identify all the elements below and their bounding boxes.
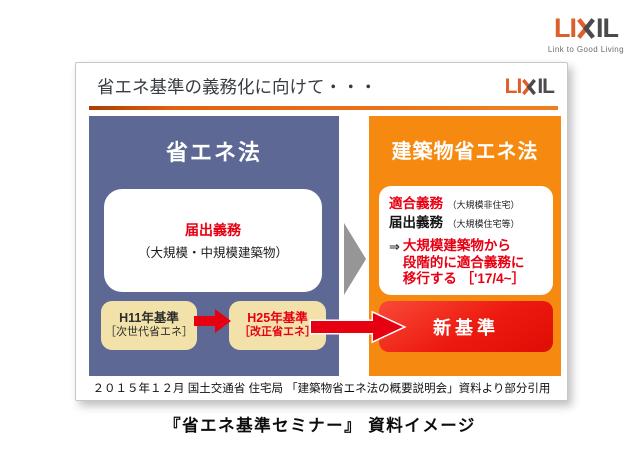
duties-box: 適合義務 （大規模非住宅） 届出義務 （大規模住宅等） ⇒ 大規模建築物から 段… <box>379 186 553 295</box>
conformity-duty-line: 適合義務 （大規模非住宅） <box>389 195 547 214</box>
slide-card: 省エネ基準の義務化に向けて・・・ LI IL 省エネ法 届出義務 （大規模・中規… <box>75 62 568 401</box>
lixil-x-icon <box>576 18 595 39</box>
lixil-tagline: Link to Good Living <box>547 45 624 54</box>
transition-triangle-icon <box>344 223 366 295</box>
lixil-logo: LI IL Link to Good Living <box>547 13 624 55</box>
transition-statement: ⇒ 大規模建築物から 段階的に適合義務に 移行する ［'17/4~］ <box>389 238 547 288</box>
long-red-arrow-icon <box>309 310 407 344</box>
transition-text: 大規模建築物から 段階的に適合義務に 移行する ［'17/4~］ <box>403 238 525 288</box>
slide-lixil-letters-il: IL <box>537 75 555 98</box>
energy-law-panel: 省エネ法 届出義務 （大規模・中規模建築物） H11年基準 ［次世代省エネ］ H… <box>89 116 339 376</box>
title-underline <box>89 106 558 110</box>
energy-law-title: 省エネ法 <box>165 140 262 165</box>
conformity-duty-note: （大規模非住宅） <box>447 200 520 210</box>
notification-duty-note: （大規模・中規模建築物） <box>137 246 288 260</box>
h25-standard-label: H25年基準 <box>247 310 308 325</box>
new-standard-label: 新基準 <box>433 317 499 338</box>
double-arrow-symbol: ⇒ <box>389 239 400 254</box>
conformity-duty-label: 適合義務 <box>389 196 443 211</box>
building-energy-law-title: 建築物省エネ法 <box>391 141 539 163</box>
building-energy-law-panel: 建築物省エネ法 適合義務 （大規模非住宅） 届出義務 （大規模住宅等） ⇒ 大規… <box>369 116 561 376</box>
transition-text-line3: 移行する ［'17/4~］ <box>402 271 526 286</box>
new-standard-box: 新基準 <box>379 301 553 352</box>
slide-lixil-x-icon <box>522 78 537 95</box>
notification-duty-box: 届出義務 （大規模・中規模建築物） <box>104 189 322 292</box>
red-arrow-icon <box>194 309 231 333</box>
source-note: ２０１５年１２月 国土交通省 住宅局 「建築物省エネ法の概要説明会」資料より部分… <box>92 383 551 395</box>
slide-lixil-logo: LI IL <box>504 75 555 98</box>
transition-text-line1: 大規模建築物から <box>402 238 511 253</box>
slide-title: 省エネ基準の義務化に向けて・・・ <box>97 77 377 97</box>
transition-text-line2: 段階的に適合義務に <box>402 254 525 270</box>
notification-duty-note2: （大規模住宅等） <box>447 219 520 229</box>
notification-duty-heading: 届出義務 <box>185 222 241 238</box>
notification-duty-label: 届出義務 <box>389 215 443 230</box>
lixil-logo-wordmark: LI IL <box>553 13 619 43</box>
lixil-letters-il: IL <box>595 13 619 43</box>
h11-standard-box: H11年基準 ［次世代省エネ］ <box>101 301 197 350</box>
h11-standard-sublabel: ［次世代省エネ］ <box>105 326 193 339</box>
seminar-caption: 『省エネ基準セミナー』 資料イメージ <box>164 417 476 435</box>
lixil-letters-li: LI <box>553 13 577 43</box>
slide-lixil-letters-li: LI <box>504 75 523 98</box>
notification-duty-line: 届出義務 （大規模住宅等） <box>389 214 547 233</box>
h11-standard-label: H11年基準 <box>119 310 179 325</box>
h25-standard-sublabel: ［改正省エネ］ <box>239 326 316 339</box>
slide-lixil-wordmark: LI IL <box>504 75 555 98</box>
